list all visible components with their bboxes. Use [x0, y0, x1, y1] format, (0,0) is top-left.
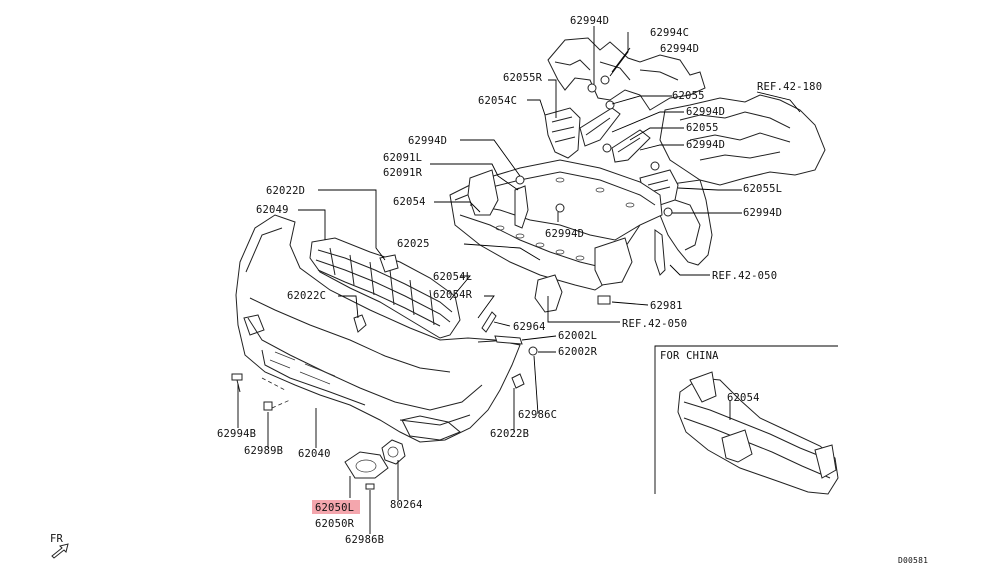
label-62022d: 62022D [266, 185, 305, 197]
label-62964: 62964 [513, 321, 546, 333]
front-direction-arrow-icon [51, 543, 69, 559]
label-62091r: 62091R [383, 167, 423, 179]
label-62055r: 62055R [503, 72, 543, 84]
label-ref-42-180: REF.42-180 [757, 81, 822, 93]
label-ref-42-050-a: REF.42-050 [712, 270, 777, 282]
drawing-id: D00581 [898, 556, 928, 565]
label-62994d-top: 62994D [570, 15, 609, 27]
label-62002r: 62002R [558, 346, 598, 358]
label-62049: 62049 [256, 204, 289, 216]
label-62091l: 62091L [383, 152, 422, 164]
label-62994d-b: 62994D [660, 43, 699, 55]
label-62986c: 62986C [518, 409, 557, 421]
upper-brackets [544, 107, 651, 163]
label-62040: 62040 [298, 448, 331, 460]
label-62055-a: 62055 [672, 90, 705, 102]
label-62055-b: 62055 [686, 122, 719, 134]
grille [309, 237, 461, 339]
label-62994d-d: 62994D [686, 139, 725, 151]
label-62022b: 62022B [490, 428, 529, 440]
label-62050l: 62050L [315, 502, 354, 514]
label-62054c: 62054C [478, 95, 517, 107]
label-for-china: FOR CHINA [660, 350, 719, 362]
label-62994d-left: 62994D [408, 135, 447, 147]
label-62989b: 62989B [244, 445, 283, 457]
fog-cover [344, 451, 389, 479]
label-62981: 62981 [650, 300, 683, 312]
label-62025: 62025 [397, 238, 430, 250]
label-62055l: 62055L [743, 183, 782, 195]
part-labels: 62994D 62994C 62994D 62055R REF.42-180 6… [50, 15, 928, 565]
label-62994d-c: 62994D [686, 106, 725, 118]
label-62054-china: 62054 [727, 392, 760, 404]
label-62022c: 62022C [287, 290, 326, 302]
label-62002l: 62002L [558, 330, 597, 342]
fog-lamp [381, 439, 406, 465]
label-62054r: 62054R [433, 289, 473, 301]
highlight-62050l [312, 500, 360, 514]
label-62054: 62054 [393, 196, 426, 208]
label-62986b: 62986B [345, 534, 384, 546]
china-inset [654, 345, 839, 495]
small-fasteners [231, 75, 673, 490]
label-62050r: 62050R [315, 518, 355, 530]
bumper-fascia [235, 214, 521, 443]
label-62994d-e: 62994D [743, 207, 782, 219]
label-ref-42-050-b: REF.42-050 [622, 318, 687, 330]
label-fr: FR [50, 533, 64, 545]
label-80264: 80264 [390, 499, 423, 511]
label-62994c: 62994C [650, 27, 689, 39]
label-62994b: 62994B [217, 428, 256, 440]
label-62994d-f: 62994D [545, 228, 584, 240]
leader-lines [237, 26, 801, 534]
bumper-beam [449, 159, 663, 291]
label-62054l: 62054L [433, 271, 472, 283]
